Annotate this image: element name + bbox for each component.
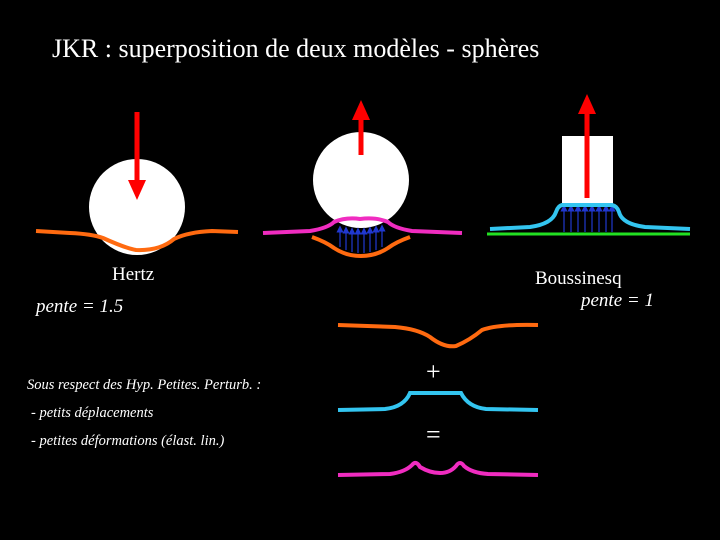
equals-sign: = bbox=[426, 420, 441, 449]
notes-heading: Sous respect des Hyp. Petites. Perturb. … bbox=[27, 377, 262, 393]
sum-result-jkr bbox=[337, 460, 539, 477]
superposition-column bbox=[337, 322, 539, 477]
hertz-force-arrow-head bbox=[128, 180, 146, 200]
hertz-deformed-surface bbox=[35, 228, 239, 253]
plus-sign: + bbox=[426, 357, 441, 386]
boussinesq-slope: pente = 1 bbox=[581, 290, 654, 311]
sum-term-boussinesq bbox=[337, 391, 539, 412]
jkr-surface-hertz-part bbox=[311, 235, 411, 259]
boussinesq-surface bbox=[489, 203, 691, 231]
jkr-panel bbox=[262, 100, 463, 259]
jkr-pressure-arrows bbox=[336, 224, 386, 253]
boussinesq-pressure-arrows bbox=[560, 204, 616, 232]
slide-title: JKR : superposition de deux modèles - sp… bbox=[52, 34, 540, 63]
sum-term-hertz bbox=[337, 322, 539, 349]
hertz-sphere bbox=[89, 159, 185, 255]
boussinesq-force-arrow-head bbox=[578, 94, 596, 114]
notes-item-deformations: - petites déformations (élast. lin.) bbox=[31, 433, 225, 449]
jkr-force-arrow-head bbox=[352, 100, 370, 120]
boussinesq-label: Boussinesq bbox=[535, 268, 622, 289]
boussinesq-panel bbox=[487, 94, 691, 236]
jkr-surface-combined bbox=[262, 216, 463, 235]
hertz-label: Hertz bbox=[112, 264, 155, 285]
hertz-panel bbox=[35, 112, 239, 255]
hertz-slope: pente = 1.5 bbox=[36, 296, 124, 317]
notes-item-displacements: - petits déplacements bbox=[31, 405, 154, 421]
jkr-sphere bbox=[313, 132, 409, 228]
